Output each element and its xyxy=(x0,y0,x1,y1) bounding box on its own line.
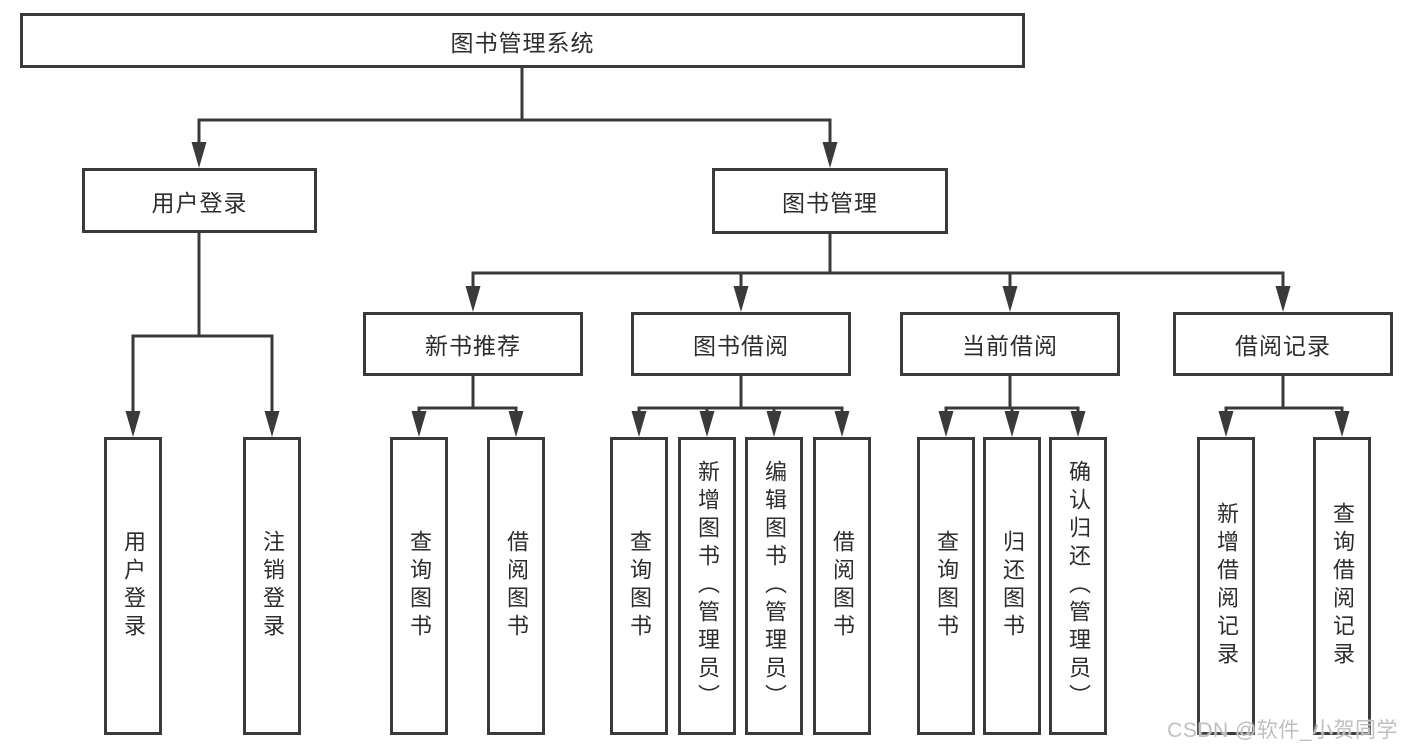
leaf-query-books-2: 查询图书 xyxy=(610,437,668,735)
leaf-logout: 注销登录 xyxy=(243,437,301,735)
connector-borrowing-to-leaves xyxy=(637,376,844,419)
leaf-return-books: 归还图书 xyxy=(983,437,1041,735)
node-book-borrowing: 图书借阅 xyxy=(631,312,851,376)
node-label: 当前借阅 xyxy=(962,333,1058,359)
node-label: 借阅记录 xyxy=(1235,333,1331,359)
leaf-label: 借阅图书 xyxy=(504,530,529,642)
leaf-add-books-admin: 新增图书（管理员） xyxy=(678,437,736,735)
connector-records-to-leaves xyxy=(1224,376,1344,419)
leaf-confirm-return-admin: 确认归还（管理员） xyxy=(1049,437,1107,735)
node-borrowing-records: 借阅记录 xyxy=(1173,312,1393,376)
leaf-label: 注销登录 xyxy=(260,530,285,642)
leaf-label: 用户登录 xyxy=(121,530,146,642)
leaf-add-borrow-record: 新增借阅记录 xyxy=(1197,437,1255,735)
node-user-login-branch: 用户登录 xyxy=(82,168,317,233)
connector-bookmgmt-to-level2 xyxy=(471,234,1285,294)
node-new-book-recommendation: 新书推荐 xyxy=(363,312,583,376)
leaf-edit-books-admin: 编辑图书（管理员） xyxy=(745,437,803,735)
node-root-system: 图书管理系统 xyxy=(20,13,1025,68)
leaf-label: 新增图书（管理员） xyxy=(695,460,720,712)
connector-userlogin-to-leaves xyxy=(131,233,274,419)
node-root-label: 图书管理系统 xyxy=(450,29,595,56)
node-current-borrowing: 当前借阅 xyxy=(900,312,1120,376)
leaf-borrow-books-2: 借阅图书 xyxy=(813,437,871,735)
node-label: 图书管理 xyxy=(782,190,878,216)
leaf-label: 查询图书 xyxy=(627,530,652,642)
leaf-label: 编辑图书（管理员） xyxy=(762,460,787,712)
leaf-label: 新增借阅记录 xyxy=(1214,502,1239,670)
leaf-label: 查询图书 xyxy=(407,530,432,642)
csdn-watermark: CSDN @软件_小贺同学 xyxy=(1167,719,1398,742)
leaf-label: 确认归还（管理员） xyxy=(1066,460,1091,712)
leaf-label: 归还图书 xyxy=(1000,530,1025,642)
node-book-management-branch: 图书管理 xyxy=(712,168,948,234)
connector-newbooks-to-leaves xyxy=(417,376,518,419)
node-label: 图书借阅 xyxy=(693,333,789,359)
node-label: 新书推荐 xyxy=(425,333,521,359)
arrowheads xyxy=(125,142,1350,437)
connector-root-to-level1 xyxy=(197,68,832,150)
leaf-label: 查询借阅记录 xyxy=(1330,502,1355,670)
connector-lines xyxy=(131,68,1344,419)
node-label: 用户登录 xyxy=(151,189,248,216)
leaf-query-books-3: 查询图书 xyxy=(917,437,975,735)
leaf-user-login: 用户登录 xyxy=(104,437,162,735)
leaf-label: 查询图书 xyxy=(934,530,959,642)
leaf-query-books-1: 查询图书 xyxy=(390,437,448,735)
leaf-query-borrow-record: 查询借阅记录 xyxy=(1313,437,1371,735)
leaf-borrow-books-1: 借阅图书 xyxy=(487,437,545,735)
connector-arrowheads xyxy=(125,142,1350,437)
leaf-label: 借阅图书 xyxy=(830,530,855,642)
